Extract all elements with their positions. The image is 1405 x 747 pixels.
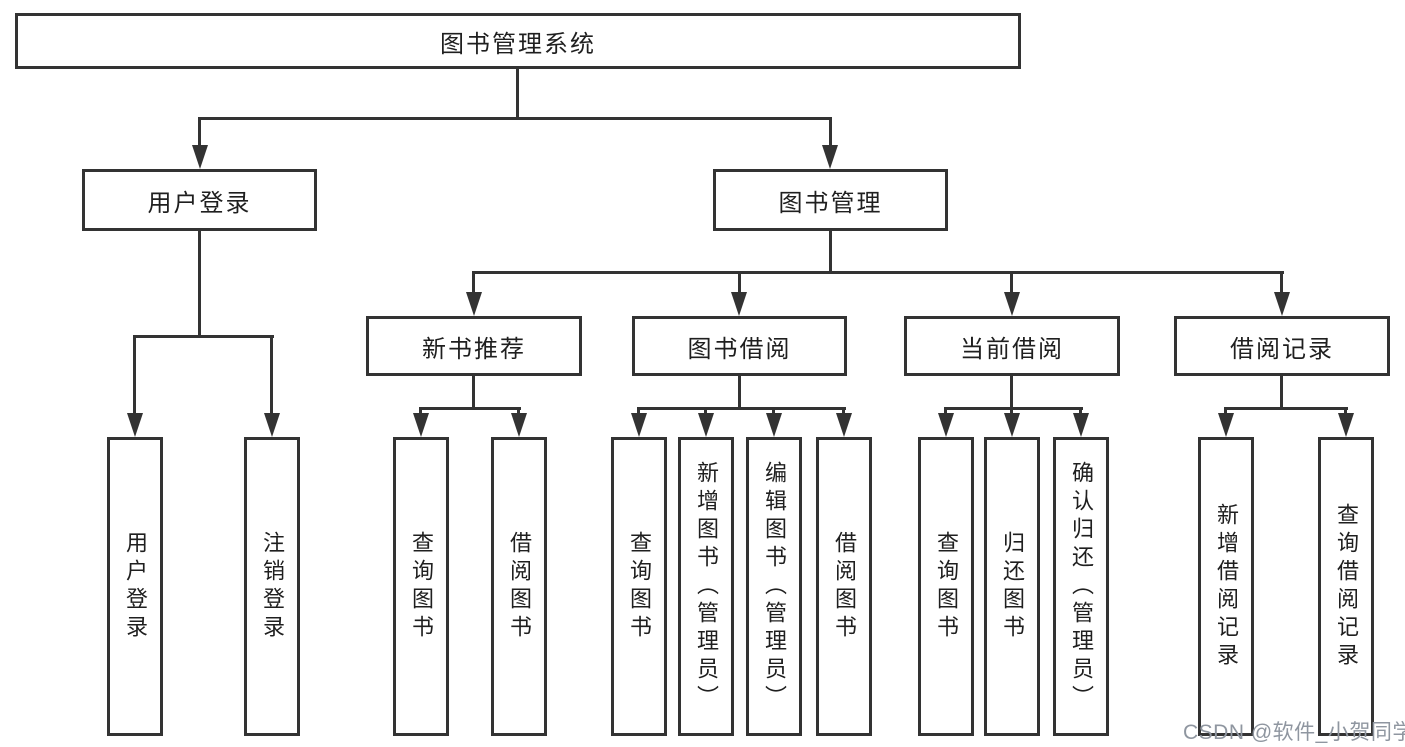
edge-current-borrow-rail xyxy=(944,407,1083,410)
edge-borrow-records-stem xyxy=(1280,376,1283,410)
edge-to-current-borrow xyxy=(1010,271,1013,295)
node-root: 图书管理系统 xyxy=(15,13,1021,69)
arrowhead-down-icon xyxy=(1338,413,1354,437)
edge-current-borrow-stem xyxy=(1010,376,1013,410)
arrowhead-down-icon xyxy=(1218,413,1234,437)
arrowhead-down-icon xyxy=(192,145,208,169)
edge-root-rail xyxy=(198,117,832,120)
node-label: 图书管理 xyxy=(778,189,883,217)
leaf-user-login: 用户登录 xyxy=(107,437,163,736)
leaf-label: 查询图书 xyxy=(627,530,652,643)
arrowhead-down-icon xyxy=(836,413,852,437)
edge-user-login-stem xyxy=(198,231,201,337)
node-label: 图书借阅 xyxy=(687,335,792,363)
leaf-query-borrow-record: 查询借阅记录 xyxy=(1318,437,1374,736)
edge-to-leaf-edit-books-admin xyxy=(772,407,775,417)
edge-to-book-borrow xyxy=(738,271,741,295)
edge-new-book-rail xyxy=(419,407,521,410)
arrowhead-down-icon xyxy=(1004,413,1020,437)
edge-borrow-records-rail xyxy=(1224,407,1348,410)
edge-to-leaf-logout xyxy=(270,335,273,417)
edge-book-borrow-rail xyxy=(637,407,846,410)
edge-to-leaf-return-books xyxy=(1010,407,1013,417)
edge-to-leaf-add-borrow-record xyxy=(1224,407,1227,417)
node-label: 当前借阅 xyxy=(960,335,1064,363)
arrowhead-down-icon xyxy=(127,413,143,437)
edge-book-management-stem xyxy=(829,231,832,273)
node-current-borrow: 当前借阅 xyxy=(904,316,1120,376)
arrowhead-down-icon xyxy=(822,145,838,169)
edge-book-borrow-stem xyxy=(738,376,741,410)
arrowhead-down-icon xyxy=(511,413,527,437)
leaf-label: 新增图书（管理员） xyxy=(694,460,719,713)
node-new-book-recommend: 新书推荐 xyxy=(366,316,582,376)
edge-root-to-user-login xyxy=(198,117,201,149)
node-borrow-records: 借阅记录 xyxy=(1174,316,1390,376)
leaf-label: 查询图书 xyxy=(409,530,434,643)
arrowhead-down-icon xyxy=(938,413,954,437)
leaf-label: 新增借阅记录 xyxy=(1214,502,1239,671)
arrowhead-down-icon xyxy=(466,292,482,316)
edge-to-leaf-borrow-books-recommend xyxy=(517,407,520,417)
edge-to-leaf-user-login xyxy=(133,335,136,417)
edge-root-stem xyxy=(516,69,519,120)
edge-to-leaf-query-borrow-record xyxy=(1344,407,1347,417)
node-root-label: 图书管理系统 xyxy=(440,30,596,58)
leaf-add-books-admin: 新增图书（管理员） xyxy=(678,437,734,736)
edge-to-leaf-add-books-admin xyxy=(704,407,707,417)
leaf-label: 借阅图书 xyxy=(507,530,532,643)
leaf-query-books-current: 查询图书 xyxy=(918,437,974,736)
leaf-borrow-books-recommend: 借阅图书 xyxy=(491,437,547,736)
leaf-confirm-return-admin: 确认归还（管理员） xyxy=(1053,437,1109,736)
edge-to-leaf-query-books-recommend xyxy=(419,407,422,417)
edge-new-book-stem xyxy=(472,376,475,410)
arrowhead-down-icon xyxy=(1274,292,1290,316)
arrowhead-down-icon xyxy=(631,413,647,437)
node-user-login: 用户登录 xyxy=(82,169,317,231)
node-book-borrow: 图书借阅 xyxy=(632,316,847,376)
node-book-management: 图书管理 xyxy=(713,169,948,231)
leaf-query-books-borrow: 查询图书 xyxy=(611,437,667,736)
watermark-text: CSDN @软件_小贺同学 xyxy=(1183,721,1405,744)
leaf-label: 确认归还（管理员） xyxy=(1069,460,1094,713)
edge-root-to-book-management xyxy=(829,117,832,149)
leaf-label: 归还图书 xyxy=(1000,530,1025,643)
node-label: 新书推荐 xyxy=(422,335,526,363)
edge-to-new-book-recommend xyxy=(472,271,475,295)
leaf-query-books-recommend: 查询图书 xyxy=(393,437,449,736)
leaf-label: 注销登录 xyxy=(260,530,285,643)
edge-to-leaf-query-books-borrow xyxy=(637,407,640,417)
leaf-label: 查询借阅记录 xyxy=(1334,502,1359,671)
node-label: 借阅记录 xyxy=(1230,335,1334,363)
leaf-label: 编辑图书（管理员） xyxy=(762,460,787,713)
leaf-label: 借阅图书 xyxy=(832,530,857,643)
edge-to-leaf-query-books-current xyxy=(944,407,947,417)
arrowhead-down-icon xyxy=(413,413,429,437)
arrowhead-down-icon xyxy=(731,292,747,316)
leaf-logout: 注销登录 xyxy=(244,437,300,736)
leaf-return-books: 归还图书 xyxy=(984,437,1040,736)
edge-to-borrow-records xyxy=(1280,271,1283,295)
edge-to-leaf-confirm-return-admin xyxy=(1079,407,1082,417)
edge-to-leaf-borrow-books xyxy=(842,407,845,417)
node-label: 用户登录 xyxy=(147,189,252,217)
arrowhead-down-icon xyxy=(698,413,714,437)
leaf-label: 查询图书 xyxy=(934,530,959,643)
arrowhead-down-icon xyxy=(1004,292,1020,316)
leaf-edit-books-admin: 编辑图书（管理员） xyxy=(746,437,802,736)
arrowhead-down-icon xyxy=(264,413,280,437)
arrowhead-down-icon xyxy=(1073,413,1089,437)
edge-user-login-rail xyxy=(133,335,274,338)
leaf-borrow-books: 借阅图书 xyxy=(816,437,872,736)
arrowhead-down-icon xyxy=(766,413,782,437)
leaf-label: 用户登录 xyxy=(123,530,148,643)
leaf-add-borrow-record: 新增借阅记录 xyxy=(1198,437,1254,736)
edge-book-management-rail xyxy=(472,271,1284,274)
